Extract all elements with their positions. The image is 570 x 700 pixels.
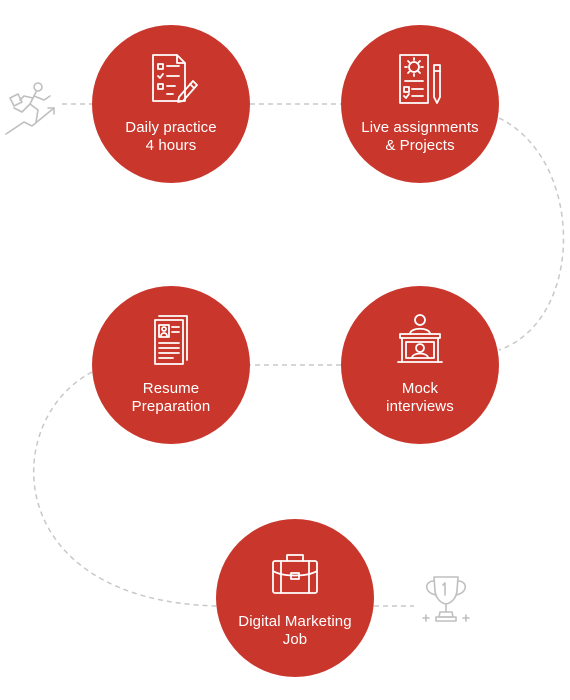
step-label: Resume Preparation	[131, 380, 211, 415]
trophy-icon	[422, 576, 470, 622]
step-digital-marketing-job: Digital Marketing Job	[216, 519, 374, 677]
step-mock-interviews: Mock interviews	[341, 286, 499, 444]
runner-growth-icon	[5, 82, 55, 135]
step-live-assignments: Live assignments & Projects	[341, 25, 499, 183]
step-resume-preparation: Resume Preparation	[92, 286, 250, 444]
step-daily-practice: Daily practice 4 hours	[92, 25, 250, 183]
document-gear-icon	[399, 54, 441, 104]
interview-icon	[397, 314, 443, 363]
step-label: Daily practice 4 hours	[125, 119, 217, 154]
step-label: Digital Marketing Job	[238, 613, 352, 648]
briefcase-icon	[272, 554, 318, 594]
resume-icon	[154, 315, 188, 365]
checklist-icon	[152, 54, 198, 103]
step-label: Mock interviews	[386, 380, 454, 415]
step-label: Live assignments & Projects	[361, 119, 479, 154]
